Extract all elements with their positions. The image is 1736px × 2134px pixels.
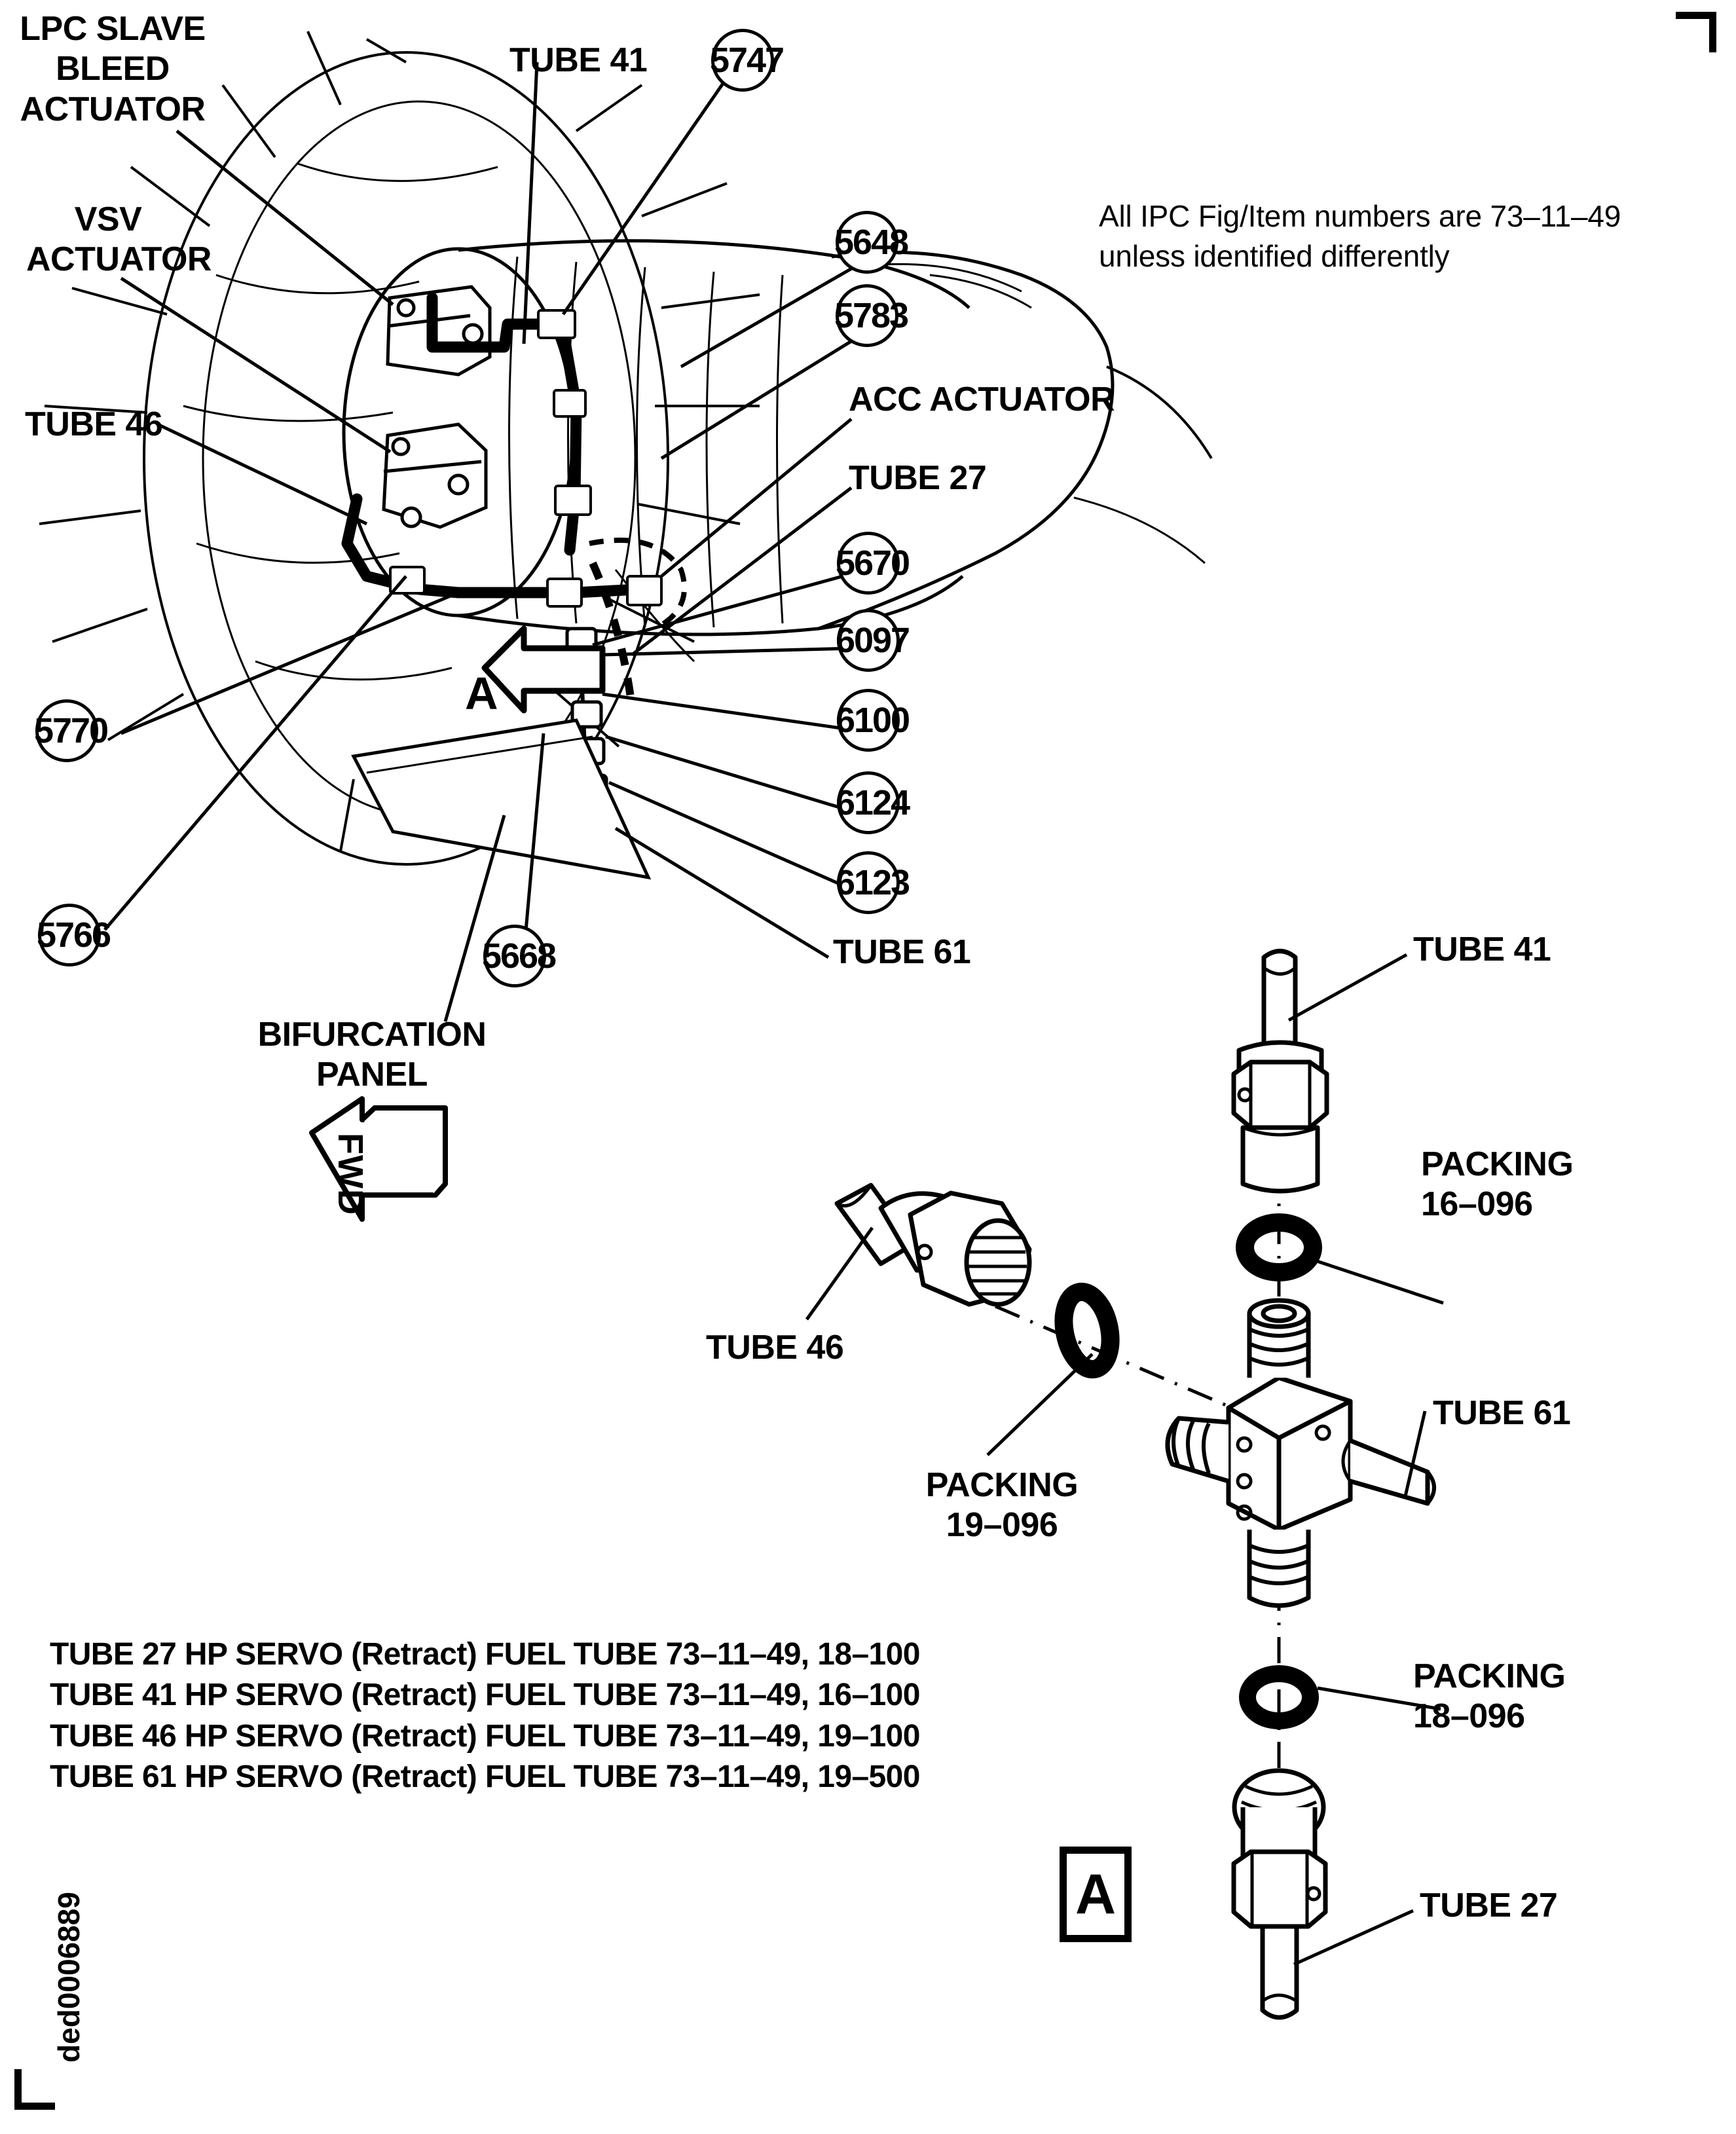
callout-bubble-6100[interactable]: 6100 <box>836 689 910 752</box>
ipc-note-block: All IPC Fig/Item numbers are 73–11–49 un… <box>1099 196 1621 276</box>
ipc-note-line-1: All IPC Fig/Item numbers are 73–11–49 <box>1099 199 1621 233</box>
callout-value: 5648 <box>834 223 909 262</box>
packing-16-096-oring-art <box>1236 1213 1322 1281</box>
label-tube-46-engine: TUBE 46 <box>25 405 163 443</box>
callout-value: 5670 <box>835 543 910 583</box>
tube-coupling-art <box>389 309 663 608</box>
bifurcation-panel-art <box>351 718 652 880</box>
label-tube-41-exploded: TUBE 41 <box>1413 930 1551 968</box>
tube-46-fitting-art <box>834 1183 1032 1307</box>
callout-value: 6123 <box>835 863 910 902</box>
vsv-actuator-art <box>386 285 492 377</box>
engine-core-case-art <box>342 239 1213 663</box>
tube-spec-row: TUBE 46 HP SERVO (Retract) FUEL TUBE 73–… <box>50 1718 920 1754</box>
label-tube-46-exploded: TUBE 46 <box>706 1329 844 1367</box>
label-tube-61-engine: TUBE 61 <box>833 933 971 971</box>
leader-lines-exploded <box>805 953 1444 1966</box>
fwd-direction-arrow-art <box>309 1096 448 1222</box>
corner-mark-top-right <box>1676 12 1716 52</box>
corner-mark-bottom-left <box>14 2069 55 2110</box>
label-lpc-slave-bleed-actuator: LPC SLAVE BLEED ACTUATOR <box>20 10 206 128</box>
callout-bubble-5668[interactable]: 5668 <box>482 925 557 987</box>
callout-value: 5766 <box>36 915 111 955</box>
callout-bubble-5648[interactable]: 5648 <box>834 211 909 274</box>
tube-spec-row: TUBE 61 HP SERVO (Retract) FUEL TUBE 73–… <box>50 1759 920 1795</box>
ipc-note-line-2: unless identified differently <box>1099 238 1450 273</box>
label-tube-41-engine: TUBE 41 <box>509 41 648 79</box>
callout-bubble-5670[interactable]: 5670 <box>836 532 910 595</box>
detail-a-view-arrow <box>481 625 606 714</box>
callout-bubble-6124[interactable]: 6124 <box>836 771 910 834</box>
callout-value: 5783 <box>834 296 909 335</box>
label-vsv-actuator: VSV ACTUATOR <box>26 200 212 279</box>
callout-bubble-5747[interactable]: 5747 <box>710 29 785 92</box>
label-packing-19-096: PACKING 19–096 <box>925 1466 1079 1545</box>
tube-41-fitting-art <box>1231 949 1329 1194</box>
acc-actuator-art <box>589 538 687 631</box>
assembly-centerline-diagonal <box>995 1304 1248 1416</box>
detail-view-a-letter: A <box>1075 1862 1117 1926</box>
label-packing-16-096: PACKING 16–096 <box>1421 1145 1574 1224</box>
callout-value: 6100 <box>835 701 910 740</box>
label-bifurcation-panel: BIFURCATION PANEL <box>257 1016 487 1094</box>
callout-value: 5668 <box>481 936 557 976</box>
packing-18-096-oring-art <box>1239 1665 1319 1729</box>
callout-bubble-5766[interactable]: 5766 <box>37 904 111 966</box>
tube-spec-row: TUBE 27 HP SERVO (Retract) FUEL TUBE 73–… <box>50 1637 920 1672</box>
tube-spec-list: TUBE 27 HP SERVO (Retract) FUEL TUBE 73–… <box>50 1634 920 1798</box>
callout-value: 6124 <box>835 783 910 822</box>
label-tube-27-exploded: TUBE 27 <box>1420 1886 1558 1924</box>
tube-27-fitting-art <box>1231 1768 1328 2020</box>
tube-27-dashed-run-art <box>589 561 636 708</box>
callout-value: 6097 <box>835 621 910 660</box>
callout-value: 5747 <box>709 41 785 80</box>
label-detail-a-engine: A <box>465 668 498 719</box>
leader-lines-engine <box>103 58 864 1022</box>
callout-bubble-6097[interactable]: 6097 <box>836 609 910 672</box>
callout-bubble-5783[interactable]: 5783 <box>834 284 909 347</box>
central-tee-block-art <box>1165 1298 1436 1608</box>
label-fwd-arrow-text: FWD <box>331 1133 370 1215</box>
label-acc-actuator: ACC ACTUATOR <box>849 380 1115 418</box>
callout-bubble-5770[interactable]: 5770 <box>34 699 109 762</box>
label-tube-61-exploded: TUBE 61 <box>1433 1394 1571 1432</box>
tube-spec-row: TUBE 41 HP SERVO (Retract) FUEL TUBE 73–… <box>50 1678 920 1713</box>
detail-view-a-box[interactable]: A <box>1060 1847 1132 1942</box>
label-tube-27-engine: TUBE 27 <box>849 459 987 497</box>
label-packing-18-096: PACKING 18–096 <box>1413 1657 1566 1736</box>
callout-value: 5770 <box>33 711 109 750</box>
packing-19-096-oring-art <box>1054 1282 1120 1379</box>
callout-bubble-6123[interactable]: 6123 <box>836 851 910 914</box>
lpc-slave-bleed-actuator-art <box>382 422 488 529</box>
